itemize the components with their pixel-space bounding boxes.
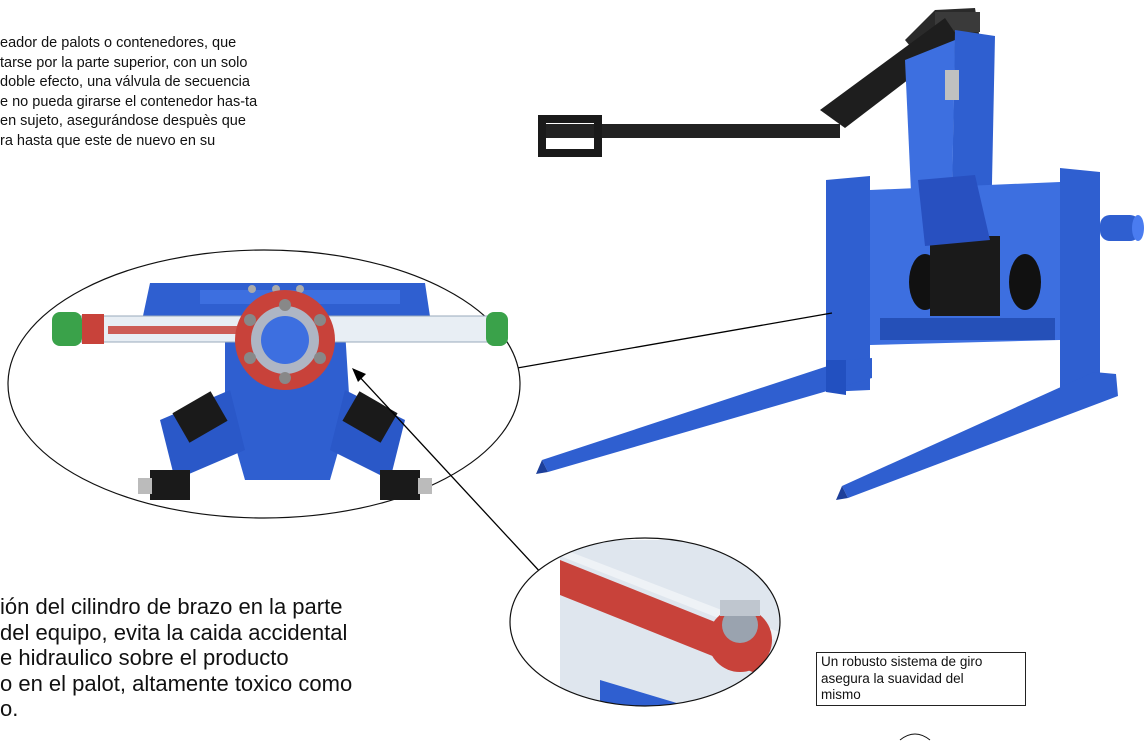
callout-line: mismo bbox=[821, 687, 861, 702]
text-line: doble efecto, una válvula de secuencia bbox=[0, 74, 250, 90]
description-top: eador de palots o contenedores, que tars… bbox=[0, 34, 430, 151]
callout-line: asegura la suavidad del bbox=[821, 670, 964, 686]
text-line: o. bbox=[0, 696, 19, 721]
text-line: en sujeto, asegurándose despuès que bbox=[0, 113, 246, 129]
text-line: o en el palot, altamente toxico como bbox=[0, 670, 353, 696]
description-bottom: ión del cilindro de brazo en la parte de… bbox=[0, 594, 510, 722]
forklift-attachment-render bbox=[536, 8, 1144, 500]
leader-line bbox=[459, 312, 833, 379]
callout-tail bbox=[899, 733, 931, 741]
text-line: e no pueda girarse el contenedor has-ta bbox=[0, 93, 258, 110]
text-line: tarse por la parte superior, con un solo bbox=[0, 54, 248, 71]
text-line: e hidraulico sobre el producto bbox=[0, 645, 289, 670]
text-line: ra hasta que este de nuevo en su bbox=[0, 132, 216, 149]
text-line: del equipo, evita la caida accidental bbox=[0, 619, 348, 645]
callout-box: Un robusto sistema de giro asegura la su… bbox=[816, 652, 1026, 706]
text-line: eador de palots o contenedores, que bbox=[0, 35, 237, 51]
text-line: ión del cilindro de brazo en la parte bbox=[0, 594, 343, 619]
detail-view-rotator bbox=[7, 249, 521, 519]
detail-view-rack bbox=[509, 537, 781, 707]
callout-line: Un robusto sistema de giro bbox=[821, 654, 983, 669]
pointer-arrow bbox=[352, 368, 556, 589]
